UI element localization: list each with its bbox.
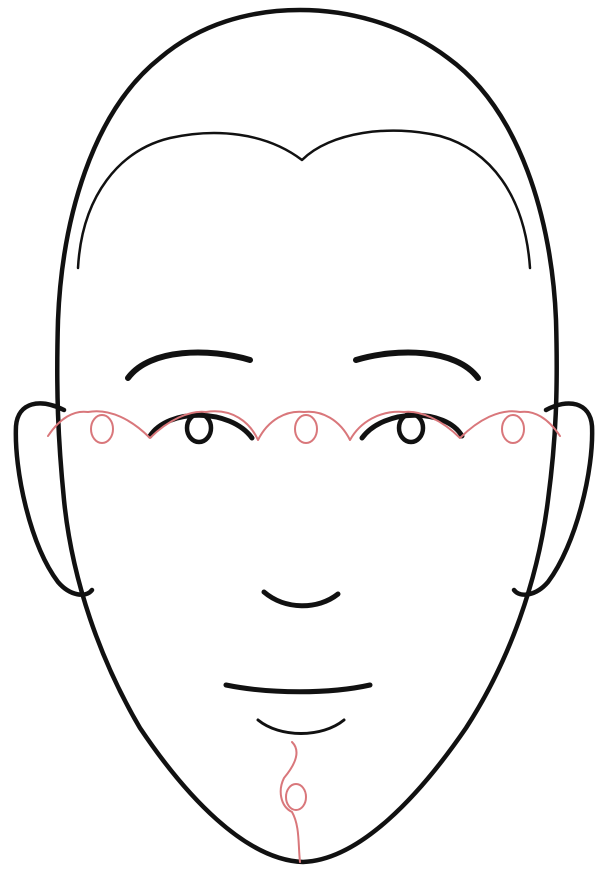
guide-loop-1 <box>91 415 113 443</box>
mouth <box>226 685 370 692</box>
nose <box>264 592 338 606</box>
left-ear <box>16 403 92 594</box>
guide-loop-3 <box>502 415 524 443</box>
right-eye-pupil <box>399 414 423 442</box>
right-eyebrow <box>356 353 478 378</box>
chin-guide-loop <box>286 784 306 810</box>
guide-loop-2 <box>295 415 317 443</box>
left-eye-lid <box>150 415 252 438</box>
left-eyebrow <box>128 353 250 378</box>
left-eye-pupil <box>187 414 211 442</box>
chin-crease <box>258 720 344 734</box>
hairline <box>78 131 530 268</box>
chin-guide-line <box>281 742 300 862</box>
